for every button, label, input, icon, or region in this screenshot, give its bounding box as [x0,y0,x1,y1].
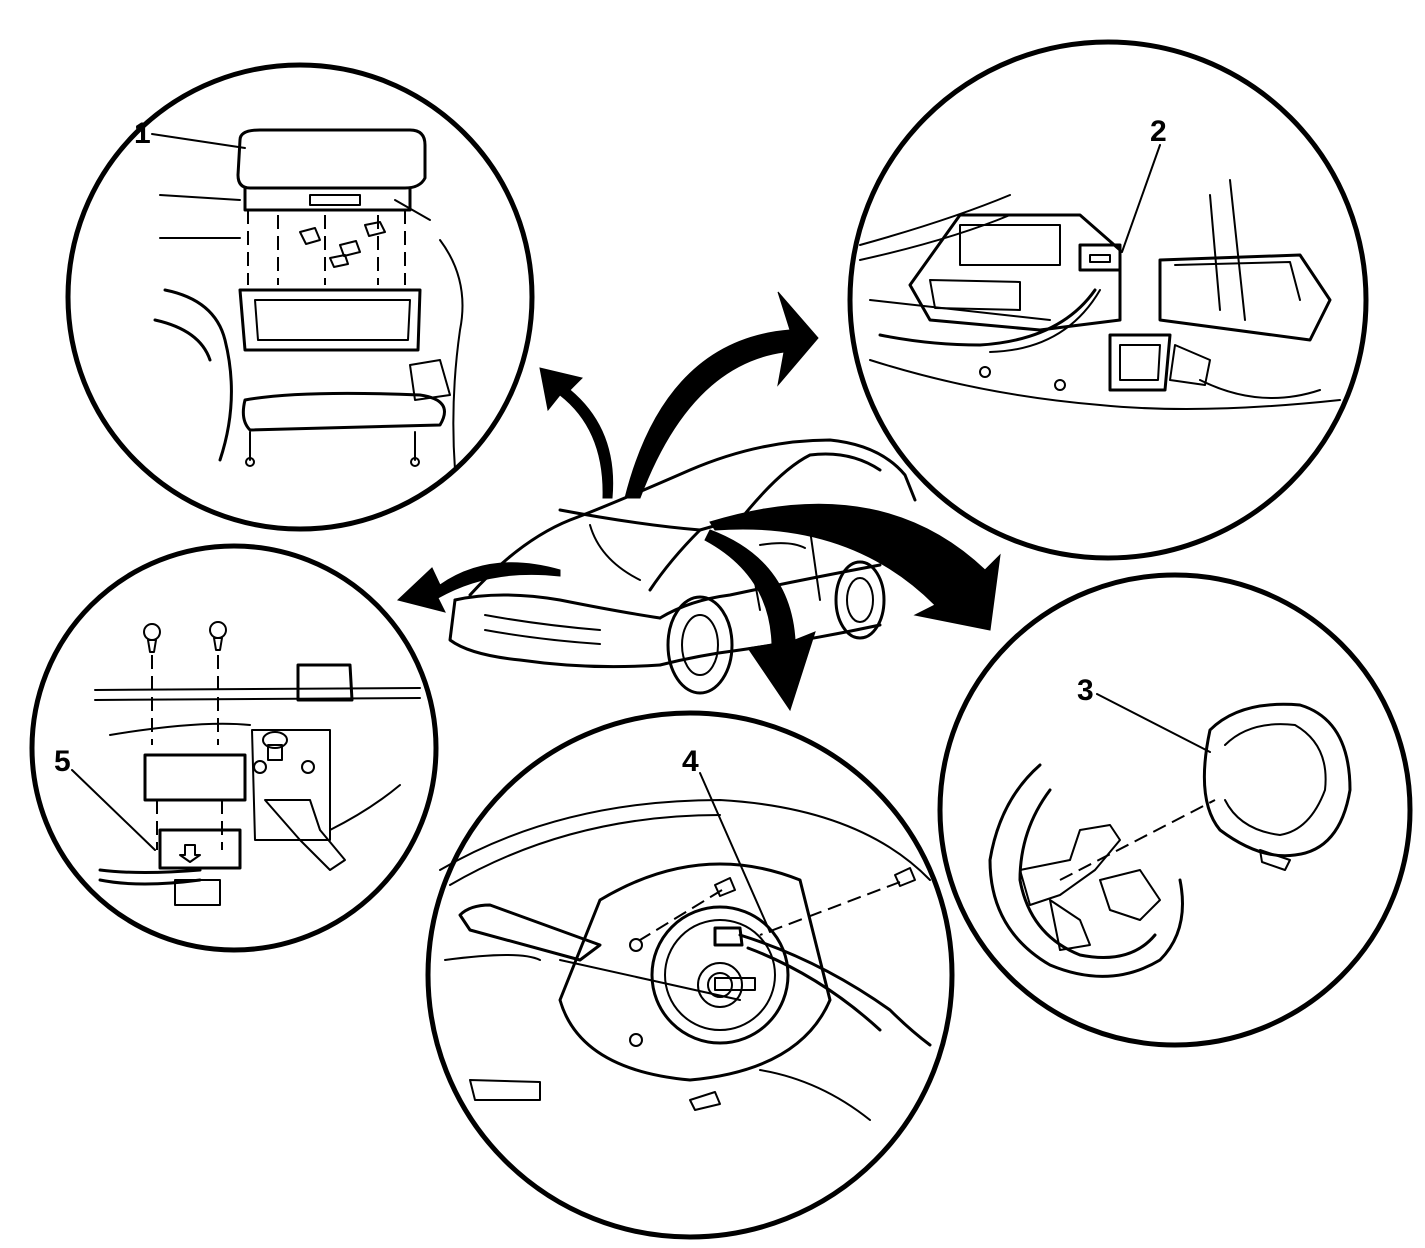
callout-2: 2 [1150,115,1167,148]
leader-line-5 [71,769,156,851]
callout-3: 3 [1077,674,1094,707]
arrow-to-callout-2 [624,291,819,499]
leader-line-3 [1096,693,1211,753]
leader-line-2 [1121,144,1161,253]
detail-circle-2: 2 [847,39,1369,561]
leader-line-4 [699,772,771,933]
detail-circle-5: 5 [29,543,439,953]
callout-1: 1 [134,117,151,150]
leader-line-1 [151,133,246,149]
callout-4: 4 [682,745,699,778]
detail-circle-3: 3 [937,572,1413,1048]
detail-circle-1: 1 [65,62,535,532]
arrow-to-callout-3 [709,503,1001,631]
arrow-to-callout-1 [539,367,614,499]
arrow-to-callout-4 [704,529,816,712]
pointer-arrows [396,291,1001,712]
callout-5: 5 [54,745,71,778]
detail-circle-4: 4 [425,710,955,1240]
vehicle-illustration [448,438,917,695]
arrow-to-callout-5 [396,562,561,613]
